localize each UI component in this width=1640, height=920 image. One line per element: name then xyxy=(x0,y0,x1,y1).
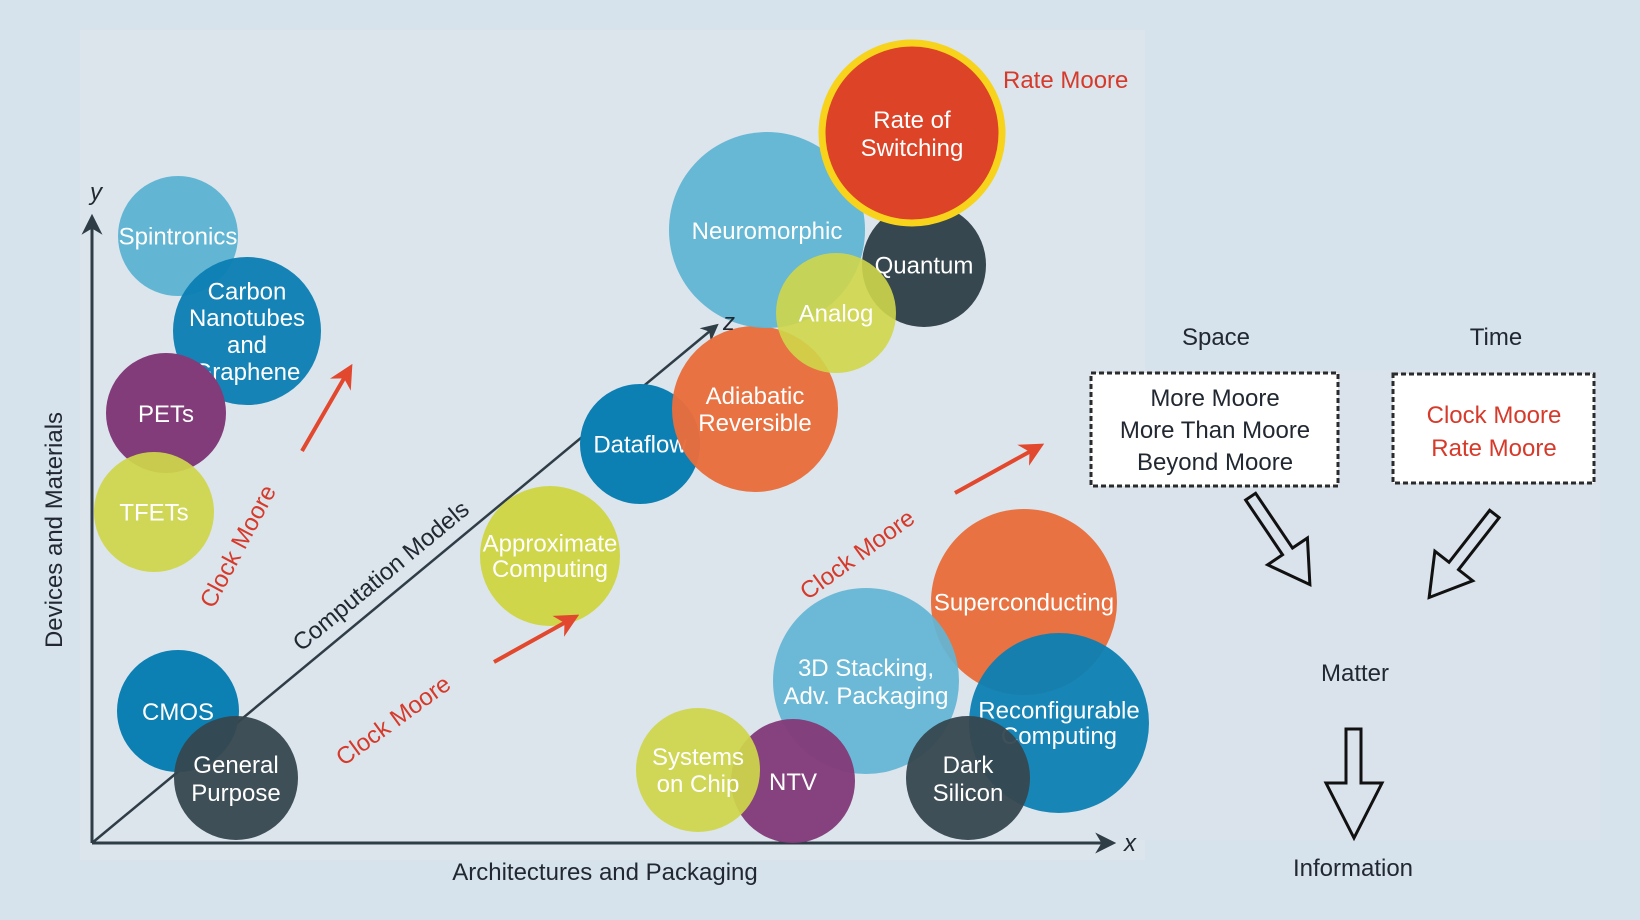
bubble-circle xyxy=(480,486,620,626)
bubble-label: Purpose xyxy=(191,780,280,807)
information-label: Information xyxy=(1293,855,1413,882)
rate-moore-label: Rate Moore xyxy=(1003,67,1128,94)
bubble-circle xyxy=(906,716,1030,840)
space-title: Space xyxy=(1182,324,1250,351)
clock-moore-architectures-label: Clock Moore xyxy=(331,670,456,771)
bubble-label: CMOS xyxy=(142,699,214,726)
y-axis-title: Devices and Materials xyxy=(41,412,68,648)
bubble-label: Neuromorphic xyxy=(692,218,843,245)
bubble-label: Dataflow xyxy=(593,432,687,459)
bubble-label: Rate of xyxy=(873,107,951,134)
time-box-line-1: Clock Moore xyxy=(1427,402,1562,429)
bubble-label: Systems xyxy=(652,744,744,771)
time-title: Time xyxy=(1470,324,1522,351)
bubble-label: NTV xyxy=(769,769,817,796)
bubble-label: Silicon xyxy=(933,780,1004,807)
trend-arrows xyxy=(300,363,1045,664)
bubble-label: TFETs xyxy=(119,500,188,527)
bubble-circle xyxy=(818,39,1006,227)
space-to-matter-arrow-icon xyxy=(1243,491,1312,587)
time-box xyxy=(1391,372,1596,485)
side-panel: Space Time More Moore More Than Moore Be… xyxy=(1089,324,1596,882)
bubble-circle xyxy=(94,452,214,572)
matter-to-information-arrow-icon xyxy=(1323,727,1385,842)
x-axis-letter: x xyxy=(1123,830,1137,857)
y-axis-letter: y xyxy=(88,179,104,206)
space-box-line-3: Beyond Moore xyxy=(1137,449,1293,476)
bubble-label: Adiabatic xyxy=(706,383,805,410)
trend-arrow-architectures xyxy=(493,614,580,664)
time-to-matter-arrow-icon xyxy=(1427,508,1502,600)
bubble-label: Spintronics xyxy=(119,223,238,250)
bubble-label: PETs xyxy=(138,401,194,428)
trend-arrow-packaging xyxy=(954,443,1045,495)
z-axis-title: Computation Models xyxy=(288,496,475,657)
time-box-line-2: Rate Moore xyxy=(1431,435,1556,462)
bubble-tfets: TFETs xyxy=(94,452,214,572)
bubble-label: Reconfigurable xyxy=(978,697,1139,724)
bubble-analog: Analog xyxy=(776,253,896,373)
bubble-label: Superconducting xyxy=(934,589,1114,616)
bubble-circle xyxy=(118,176,238,296)
trend-arrow-devices xyxy=(300,363,353,453)
bubble-circle xyxy=(174,716,298,840)
bubble-circle xyxy=(173,257,321,405)
bubble-spintronics: Spintronics xyxy=(118,176,238,296)
bubble-circle xyxy=(580,384,700,504)
bubble-label: Analog xyxy=(799,301,874,328)
bubble-label: Dark xyxy=(943,752,995,779)
matter-label: Matter xyxy=(1321,660,1389,687)
bubble-label: Adv. Packaging xyxy=(784,683,949,710)
space-box-line-2: More Than Moore xyxy=(1120,417,1310,444)
bubble-label: General xyxy=(193,752,278,779)
bubble-label: 3D Stacking, xyxy=(798,655,934,682)
bubble-dataflow: Dataflow xyxy=(580,384,700,504)
x-axis-title: Architectures and Packaging xyxy=(452,859,758,886)
bubble-group: SpintronicsCarbonNanotubesandGraphenePET… xyxy=(94,39,1149,843)
bubble-label: Nanotubes xyxy=(189,305,305,332)
bubble-ntv: NTV xyxy=(731,719,855,843)
space-box-line-1: More Moore xyxy=(1150,385,1279,412)
bubble-label: and xyxy=(227,332,267,359)
bubble-circle xyxy=(776,253,896,373)
bubble-label: Reversible xyxy=(698,410,811,437)
bubble-circle xyxy=(731,719,855,843)
z-axis-letter: z xyxy=(722,309,735,336)
bubble-label: Carbon xyxy=(208,278,287,305)
bubble-label: Computing xyxy=(492,556,608,583)
bubble-label: on Chip xyxy=(657,771,740,798)
bubble-label: Approximate xyxy=(483,530,618,557)
bubble-pets: PETs xyxy=(106,353,226,473)
space-box xyxy=(1089,371,1340,488)
bubble-label: Quantum xyxy=(875,253,974,280)
bubble-label: Switching xyxy=(861,135,964,162)
bubble-circle xyxy=(672,326,838,492)
bubble-circle xyxy=(106,353,226,473)
bubble-circle xyxy=(636,708,760,832)
